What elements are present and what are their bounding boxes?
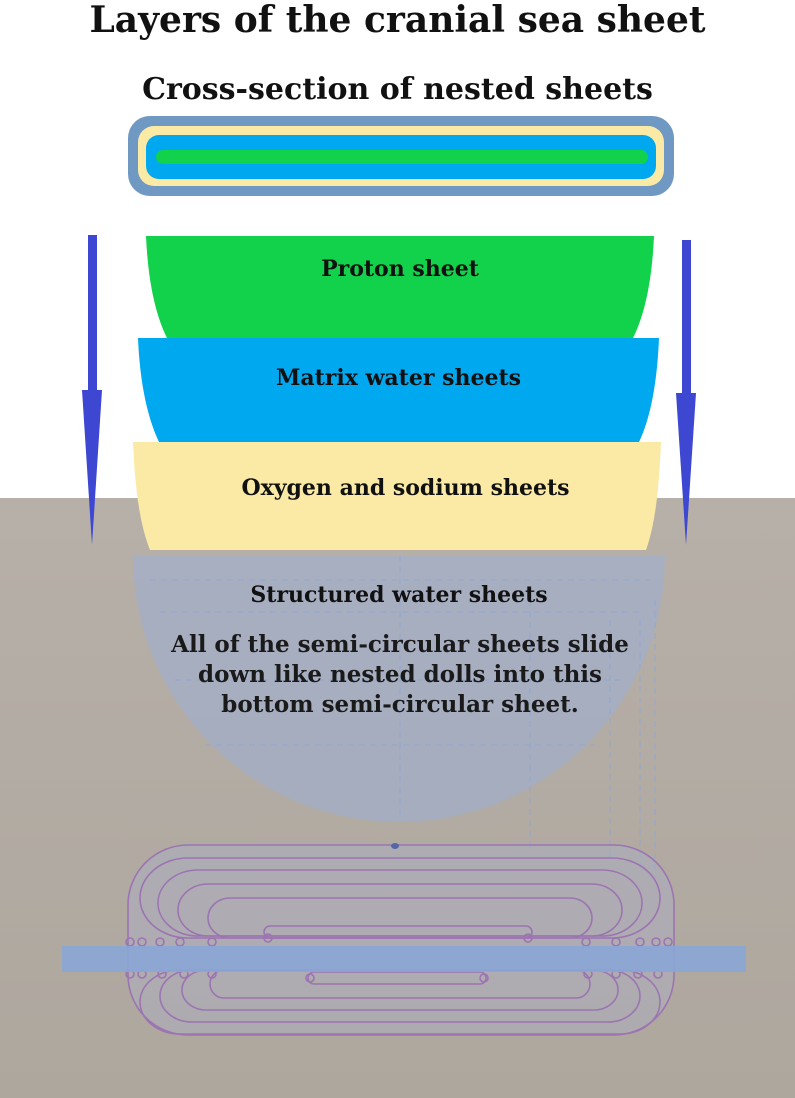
- oxygen-sheet-label: Oxygen and sodium sheets: [241, 475, 570, 501]
- left-down-arrow: [82, 235, 102, 545]
- right-down-arrow: [676, 240, 696, 545]
- structured-sheet-label: Structured water sheets: [250, 582, 548, 608]
- pencil-horizontal-band: [62, 946, 746, 972]
- pencil-nested-sheets-drawing: [125, 843, 675, 1036]
- diagram-title: Layers of the cranial sea sheet: [89, 0, 706, 41]
- proton-sheet-label: Proton sheet: [321, 256, 479, 282]
- matrix-sheet-bowl: [138, 338, 659, 444]
- description-text: All of the semi-circular sheets slide do…: [171, 631, 629, 718]
- diagram-subtitle: Cross-section of nested sheets: [142, 72, 653, 107]
- matrix-sheet-label: Matrix water sheets: [275, 365, 522, 391]
- proton-sheet-bowl: [146, 236, 654, 340]
- nested-sheets-capsule: [128, 116, 674, 196]
- oxygen-sheet-bowl: [133, 442, 661, 550]
- structured-water-bowl: [133, 556, 665, 880]
- proton-band: [156, 150, 648, 164]
